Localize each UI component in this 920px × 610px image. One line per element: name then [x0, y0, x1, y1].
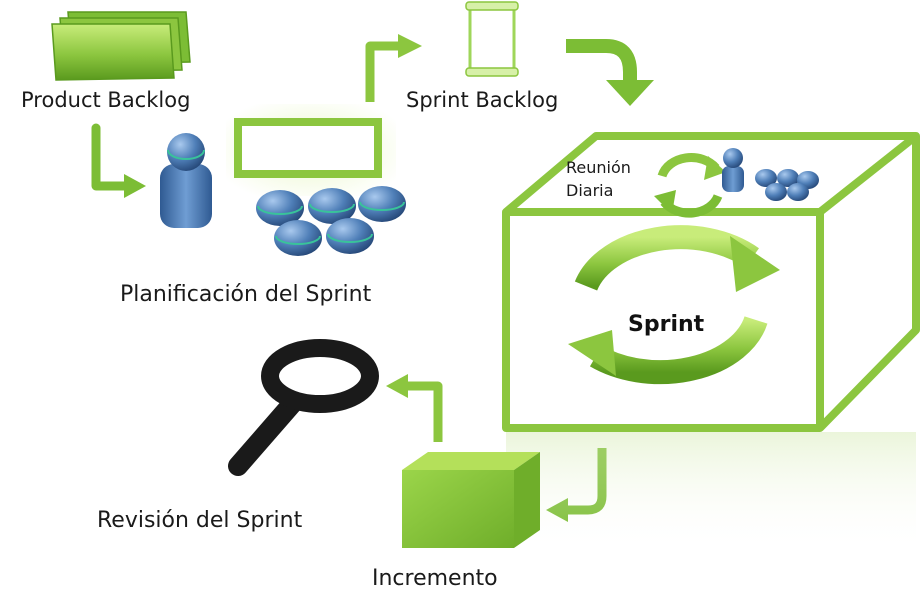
team-group-icon [256, 186, 406, 256]
increment-cube-icon [402, 452, 540, 548]
daily-meeting-label: Reunión Diaria [566, 156, 631, 202]
increment-label: Incremento [372, 566, 498, 591]
daily-team-icon [722, 148, 819, 201]
sprint-review-label: Revisión del Sprint [97, 508, 303, 533]
daily-meeting-label-line2: Diaria [566, 181, 614, 200]
arrow-sprintbacklog-to-sprint [566, 39, 654, 106]
magnifier-icon [228, 339, 379, 476]
sprint-cycle-icon [568, 225, 780, 385]
sprint-label: Sprint [628, 312, 705, 337]
daily-meeting-cycle-icon [654, 153, 726, 218]
arrow-product-to-planning [91, 123, 131, 191]
product-backlog-label: Product Backlog [21, 88, 191, 112]
sprint-backlog-scroll-icon [465, 1, 519, 77]
product-owner-person-icon [160, 133, 212, 228]
planning-board-icon [226, 104, 396, 196]
arrow-increment-to-review [386, 374, 443, 442]
daily-meeting-label-line1: Reunión [566, 158, 631, 177]
arrow-head-planning [124, 174, 146, 198]
product-backlog-stack-icon [51, 11, 191, 81]
arrow-planning-to-sprintbacklog [365, 34, 422, 102]
sprint-backlog-label: Sprint Backlog [406, 88, 559, 112]
cube-reflection [506, 432, 916, 552]
sprint-cube-frame [502, 132, 920, 432]
sprint-planning-label: Planificación del Sprint [120, 282, 372, 307]
